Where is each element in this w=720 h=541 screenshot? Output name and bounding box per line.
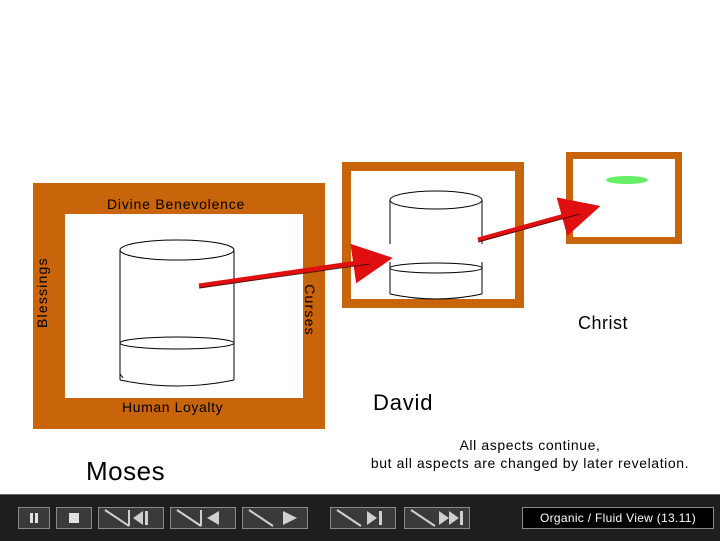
label-blessings: Blessings <box>34 257 50 328</box>
pause-icon <box>30 513 38 523</box>
moses-frame <box>33 183 325 429</box>
label-divine-benevolence: Divine Benevolence <box>107 196 246 212</box>
pause-button[interactable] <box>18 507 50 529</box>
caption-line-2: but all aspects are changed by later rev… <box>370 455 690 471</box>
play-icon <box>248 509 297 527</box>
moses-cylinder <box>119 239 235 387</box>
diagram <box>33 152 682 429</box>
stop-button[interactable] <box>56 507 92 529</box>
arrow-moses-to-david <box>198 243 393 289</box>
step-forward-button[interactable] <box>330 507 396 529</box>
play-button[interactable] <box>242 507 308 529</box>
christ-frame <box>566 152 682 244</box>
arrow-david-to-christ <box>477 197 601 243</box>
label-curses: Curses <box>302 284 318 336</box>
christ-ellipse <box>606 176 648 184</box>
step-forward-icon <box>336 509 382 527</box>
view-mode-label[interactable]: Organic / Fluid View (13.11) <box>522 507 714 529</box>
label-human-loyalty: Human Loyalty <box>122 399 224 415</box>
skip-to-end-icon <box>410 509 463 527</box>
caption: All aspects continue, but all aspects ar… <box>350 436 710 472</box>
first-button[interactable] <box>98 507 164 529</box>
step-back-button[interactable] <box>170 507 236 529</box>
label-david: David <box>373 390 434 415</box>
caption-line-1: All aspects continue, <box>459 437 601 453</box>
playback-toolbar: Organic / Fluid View (13.11) <box>0 494 720 541</box>
step-back-icon <box>176 509 219 527</box>
label-christ: Christ <box>578 313 629 333</box>
skip-to-start-icon <box>104 509 148 527</box>
label-moses: Moses <box>86 456 166 486</box>
last-button[interactable] <box>404 507 470 529</box>
stop-icon <box>69 513 79 523</box>
